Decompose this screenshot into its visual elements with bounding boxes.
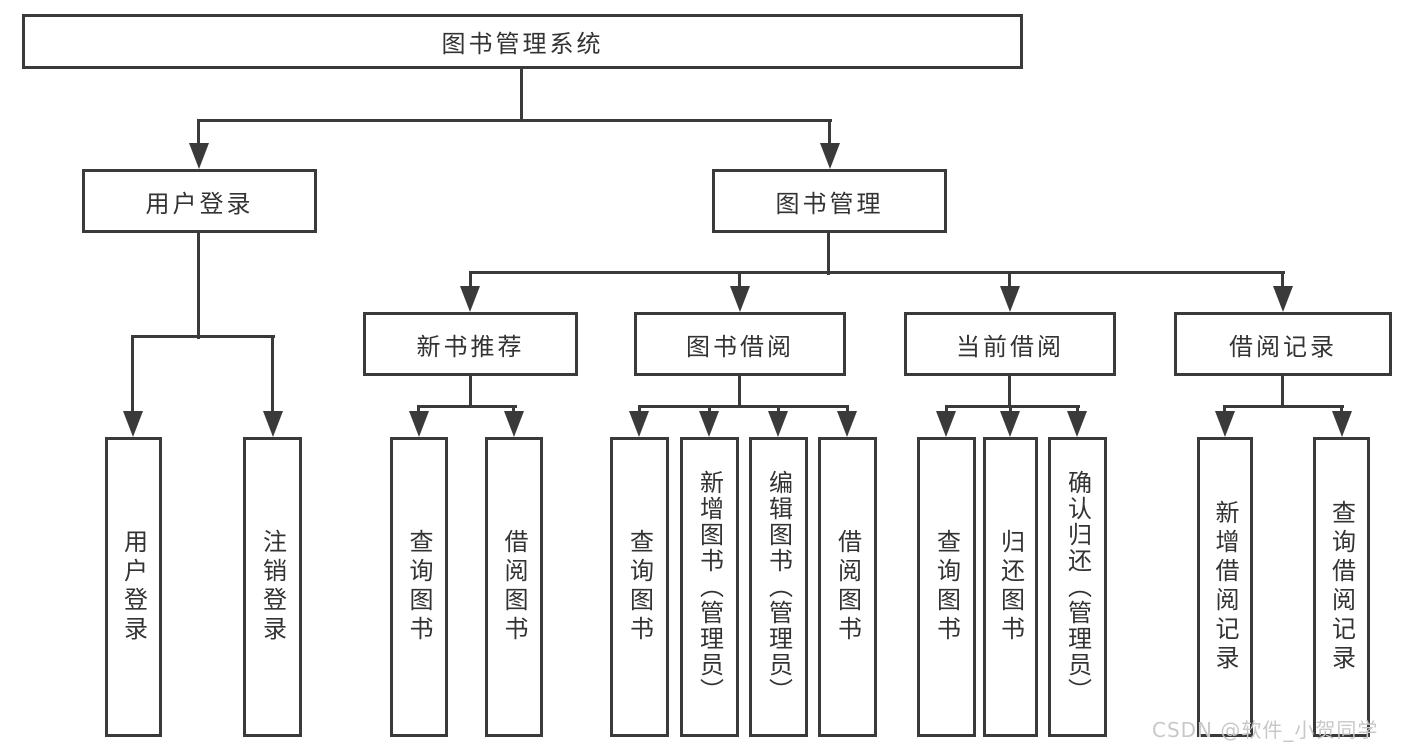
arrowhead [936, 411, 956, 437]
node-root: 图书管理系统 [22, 14, 1023, 69]
arrowhead [1273, 286, 1293, 312]
node-book-borrow-label: 图书借阅 [686, 332, 794, 361]
leaf-return-books: 归还图书 [983, 437, 1038, 737]
leaf-add-books-admin-label: 新增图书（管理员） [695, 470, 724, 704]
connector-line [271, 335, 274, 415]
arrowhead [837, 411, 857, 437]
arrowhead [730, 286, 750, 312]
node-root-label: 图书管理系统 [441, 30, 604, 58]
connector-line [469, 271, 1285, 274]
arrowhead [768, 411, 788, 437]
arrowhead [263, 411, 283, 437]
leaf-return-books-label: 归还图书 [996, 529, 1025, 645]
arrowhead [1332, 411, 1352, 437]
leaf-user-login-label: 用户登录 [119, 529, 148, 645]
leaf-add-books-admin: 新增图书（管理员） [680, 437, 739, 737]
connector-line [1076, 405, 1079, 415]
connector-line [469, 271, 472, 288]
connector-line [777, 405, 780, 415]
arrowhead [1000, 286, 1020, 312]
connector-line [738, 271, 741, 288]
node-user-login: 用户登录 [82, 169, 317, 233]
connector-line [197, 119, 200, 147]
leaf-borrow-books-2: 借阅图书 [818, 437, 877, 737]
leaf-query-books-3: 查询图书 [917, 437, 976, 737]
arrowhead [1215, 411, 1235, 437]
node-current-borrow-label: 当前借阅 [956, 332, 1064, 361]
leaf-logout: 注销登录 [243, 437, 302, 737]
connector-line [131, 335, 134, 415]
connector-line [131, 335, 275, 338]
arrowhead [460, 286, 480, 312]
connector-line [1008, 376, 1011, 408]
watermark: CSDN @软件_小贺同学 [1152, 718, 1379, 742]
connector-line [945, 405, 948, 415]
arrowhead [699, 411, 719, 437]
arrowhead [1067, 411, 1087, 437]
leaf-query-books-1-label: 查询图书 [405, 529, 433, 645]
leaf-confirm-return-admin-label: 确认归还（管理员） [1063, 470, 1092, 704]
leaf-query-books-2-label: 查询图书 [625, 529, 654, 645]
leaf-query-borrow-record: 查询借阅记录 [1313, 437, 1370, 737]
connector-line [708, 405, 711, 415]
leaf-edit-books-admin-label: 编辑图书（管理员） [764, 470, 793, 704]
leaf-borrow-books-1: 借阅图书 [485, 437, 543, 737]
leaf-logout-label: 注销登录 [258, 529, 287, 645]
connector-line [638, 405, 641, 415]
connector-line [197, 233, 200, 339]
arrowhead [629, 411, 649, 437]
connector-line [738, 376, 741, 408]
connector-line [469, 376, 472, 408]
leaf-query-borrow-record-label: 查询借阅记录 [1327, 500, 1356, 674]
node-borrow-records-label: 借阅记录 [1229, 332, 1337, 361]
connector-line [1223, 405, 1226, 415]
leaf-add-borrow-record-label: 新增借阅记录 [1211, 500, 1239, 674]
node-book-management-label: 图书管理 [775, 189, 884, 218]
leaf-edit-books-admin: 编辑图书（管理员） [749, 437, 808, 737]
node-current-borrow: 当前借阅 [904, 312, 1116, 376]
arrowhead [189, 143, 209, 169]
arrowhead [123, 411, 143, 437]
node-new-book-recommend-label: 新书推荐 [416, 332, 525, 361]
connector-line [417, 405, 517, 408]
connector-line [1008, 271, 1011, 288]
leaf-add-borrow-record: 新增借阅记录 [1197, 437, 1253, 737]
leaf-borrow-books-2-label: 借阅图书 [833, 529, 862, 645]
node-user-login-label: 用户登录 [145, 189, 254, 218]
arrowhead [1000, 411, 1020, 437]
connector-line [512, 405, 515, 415]
leaf-query-books-2: 查询图书 [610, 437, 669, 737]
connector-line [638, 405, 849, 408]
connector-line [1223, 405, 1344, 408]
arrowhead [820, 143, 840, 169]
arrowhead [409, 411, 429, 437]
leaf-borrow-books-1-label: 借阅图书 [500, 529, 528, 645]
leaf-user-login: 用户登录 [105, 437, 162, 737]
leaf-confirm-return-admin: 确认归还（管理员） [1048, 437, 1107, 737]
connector-line [520, 69, 523, 122]
connector-line [1281, 271, 1284, 288]
connector-line [197, 119, 832, 122]
connector-line [828, 119, 831, 147]
node-new-book-recommend: 新书推荐 [363, 312, 578, 376]
connector-line [1340, 405, 1343, 415]
node-book-borrow: 图书借阅 [634, 312, 846, 376]
node-book-management: 图书管理 [712, 169, 947, 233]
arrowhead [504, 411, 524, 437]
connector-line [1281, 376, 1284, 408]
leaf-query-books-3-label: 查询图书 [932, 529, 961, 645]
connector-line [846, 405, 849, 415]
node-borrow-records: 借阅记录 [1174, 312, 1392, 376]
connector-line [417, 405, 420, 415]
connector-line [827, 233, 830, 275]
leaf-query-books-1: 查询图书 [390, 437, 448, 737]
connector-line [945, 405, 1080, 408]
connector-line [1009, 405, 1012, 415]
